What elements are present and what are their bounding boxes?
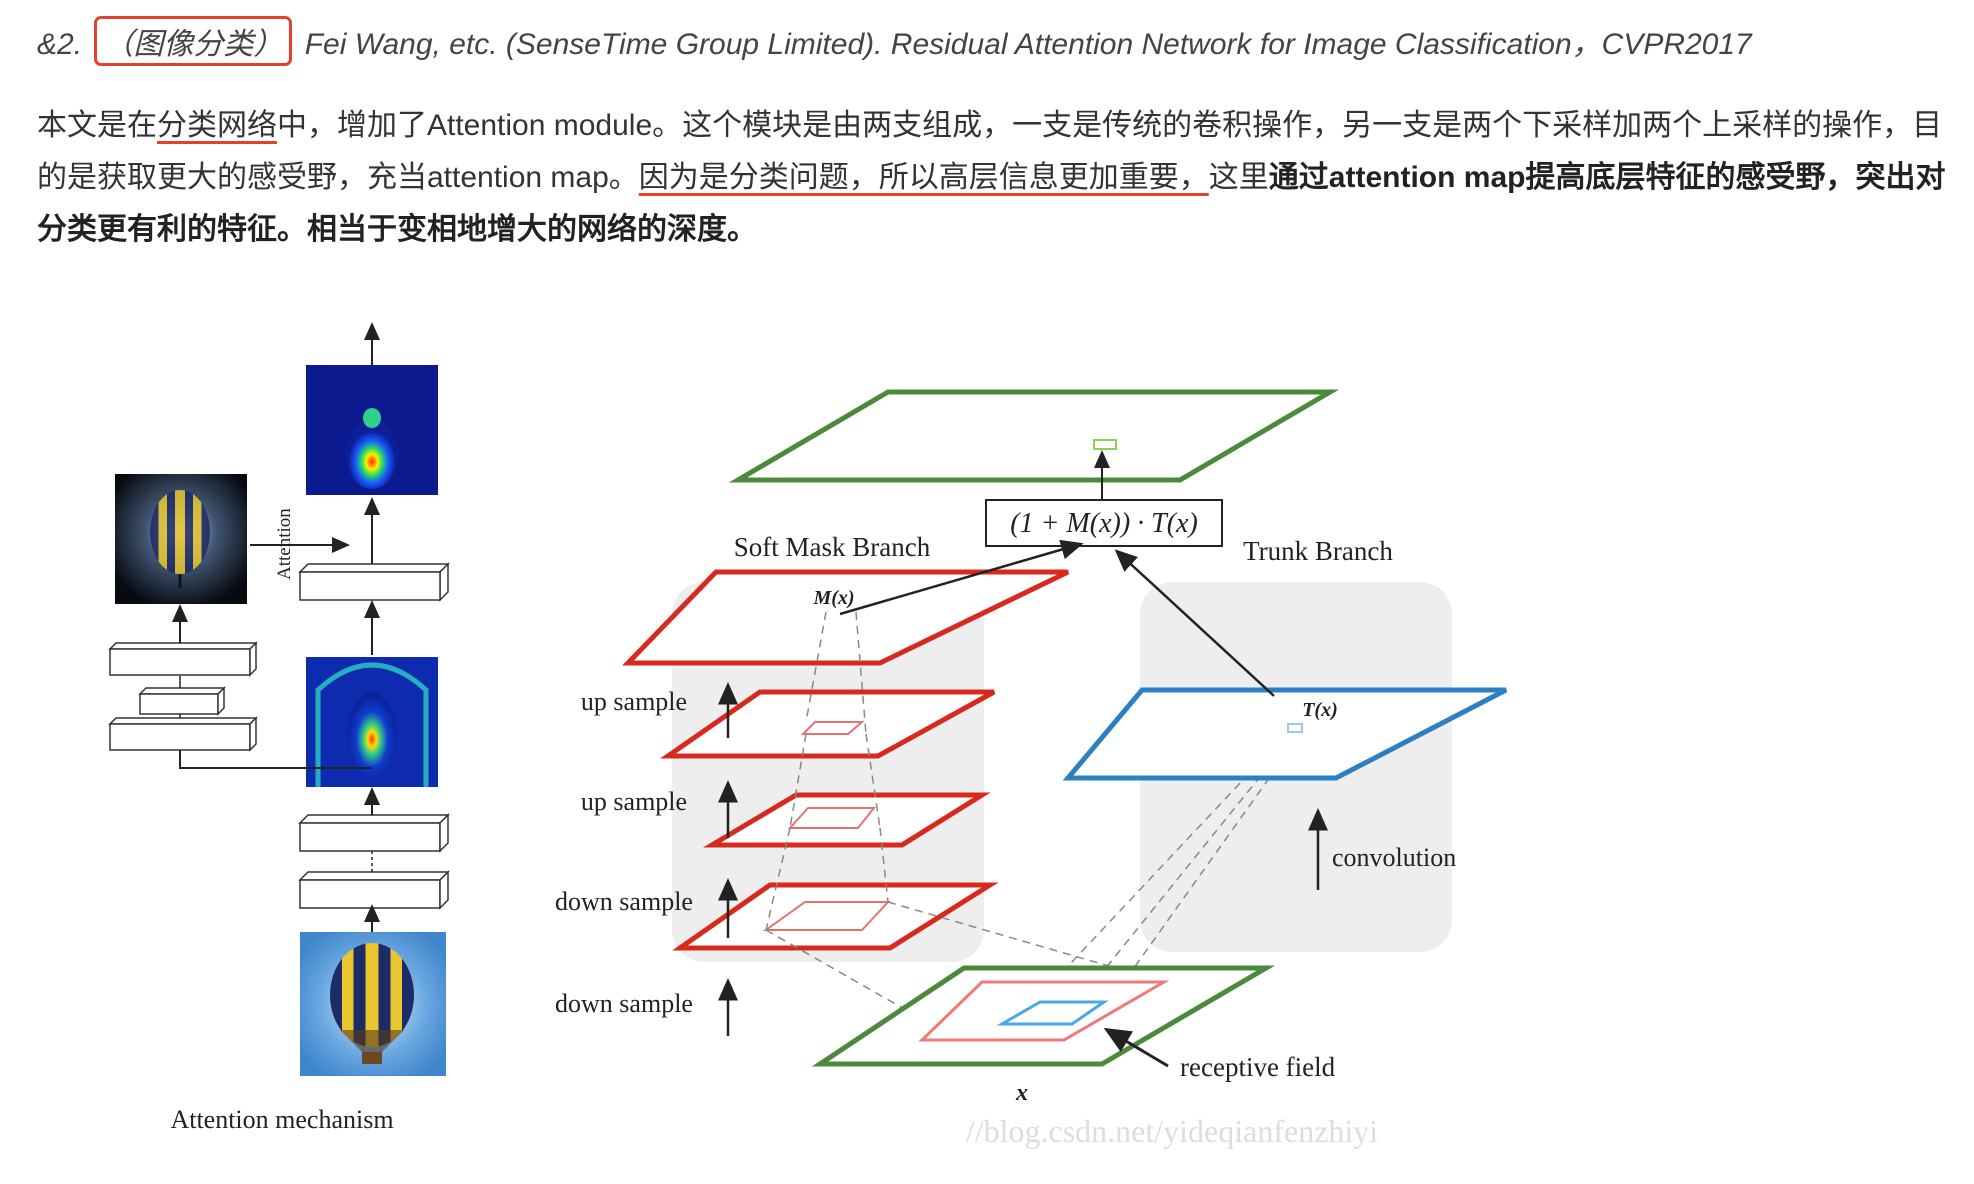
attention-label: Attention [274,508,295,580]
x-label: x [1015,1080,1028,1106]
soft-mask-title: Soft Mask Branch [734,532,931,562]
reference-tag: （图像分类） [94,16,293,66]
para-text-1: 本文是在 [37,109,157,142]
para-underline-2: 因为是分类问题，所以高层信息更加重要， [638,161,1209,194]
output-plane [728,389,1340,483]
upsample-plane-2 [702,792,991,848]
receptive-field-trunk [996,1000,1109,1026]
convolution-label: convolution [1332,843,1456,872]
down-sample-label-2: down sample [555,989,693,1018]
downsample-plane-1 [672,882,999,951]
block-upper-right [298,562,450,602]
trunk-branch: T(x) convolution [1062,549,1508,890]
attention-mechanism-caption: Attention mechanism [170,1105,393,1134]
tx-label: T(x) [1302,699,1338,721]
receptive-field-mask [918,980,1170,1042]
attention-mechanism-diagram: Attention [108,322,450,1134]
block-lower-2 [298,870,450,910]
reference-citation: Fei Wang, etc. (SenseTime Group Limited)… [304,28,1752,61]
receptive-field-label: receptive field [1180,1052,1336,1082]
watermark: //blog.csdn.net/yideqianfenzhiyi [966,1113,1378,1149]
description-paragraph: 本文是在分类网络中，增加了Attention module。这个模块是由两支组成… [37,100,1957,256]
para-underline-1: 分类网络 [157,109,277,142]
formula-text: (1 + M(x)) · T(x) [1010,508,1198,539]
hourglass-blocks [108,641,258,752]
mx-label: M(x) [812,587,854,609]
reference-prefix: &2. [37,28,83,61]
up-sample-label-1: up sample [581,687,687,716]
trunk-plane [1062,687,1508,781]
block-lower-1 [298,813,450,853]
para-text-2: 中，增加了Attention module。这个模块是由两支组成，一支是传统的卷… [37,109,1943,194]
down-sample-label-1: down sample [555,887,693,916]
upsample-plane-1 [660,689,996,759]
soft-mask-branch: (1 + M(x)) · T(x) Soft Mask Branch Trunk… [555,389,1452,1036]
reference-line: &2. （图像分类） Fei Wang, etc. (SenseTime Gro… [37,16,1752,66]
para-text-3: 这里 [1208,161,1269,194]
input-plane-group: receptive field x [811,965,1336,1106]
para-bold: 通过attention map提高底层特征的感受野，突出对分类更有利的特征。相当… [37,161,1946,246]
mask-plane-top [622,569,1070,666]
trunk-title: Trunk Branch [1243,536,1393,566]
soft-mask-background [672,582,984,962]
formula-box [985,499,1223,547]
up-sample-label-2: up sample [581,787,687,816]
